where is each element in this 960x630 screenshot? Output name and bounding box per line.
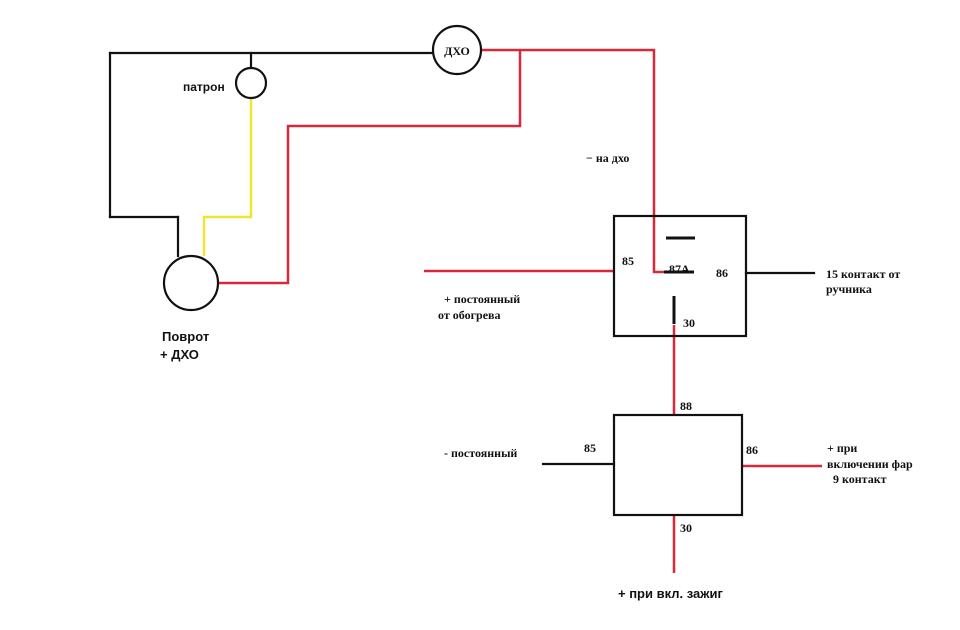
patron-label: патрон (183, 80, 225, 94)
postoyanny-obogrev-line2: от обогрева (438, 308, 501, 322)
relay1-pin87a: 87A (669, 262, 690, 276)
minus-postoyanny-label: - постоянный (444, 446, 517, 460)
kontakt15-line1: 15 контакт от (826, 267, 900, 281)
fary-line3: 9 контакт (833, 472, 887, 486)
relay1-contacts (664, 236, 695, 324)
red-wires (218, 48, 822, 573)
relay1-body (612, 214, 748, 338)
fary-line2: включении фар (827, 457, 913, 471)
dho-lamp-label: ДХО (444, 44, 470, 58)
relay2-body (612, 413, 744, 517)
relay2-pin88: 88 (680, 399, 692, 413)
red-wire-dho-to-87a (481, 48, 682, 274)
relay2-pin86: 86 (746, 443, 758, 457)
socket-circle (234, 66, 268, 100)
yellow-wires (202, 98, 253, 256)
relay1-pin86: 86 (716, 266, 728, 280)
relay1-pin30: 30 (683, 316, 695, 330)
relay2-pin85: 85 (584, 441, 596, 455)
turn-lamp-circle (162, 254, 220, 312)
dho-lamp-circle (431, 24, 483, 76)
postoyanny-obogrev-line1: + постоянный (444, 292, 520, 306)
kontakt15-line2: ручника (826, 282, 872, 296)
zazhig-label: + при вкл. зажиг (618, 586, 723, 601)
povrot-label-line2: + ДХО (160, 347, 199, 362)
black-wires (108, 51, 816, 466)
povrot-label-line1: Поврот (162, 329, 209, 344)
red-wire-turn-lamp-to-dho (218, 50, 522, 285)
relay1-pin85: 85 (622, 254, 634, 268)
fary-line1: + при (827, 441, 857, 455)
relay2-pin30: 30 (680, 521, 692, 535)
yellow-wire-socket-to-lamp (202, 98, 253, 256)
minus-na-dho-label: − на дхо (586, 151, 629, 165)
